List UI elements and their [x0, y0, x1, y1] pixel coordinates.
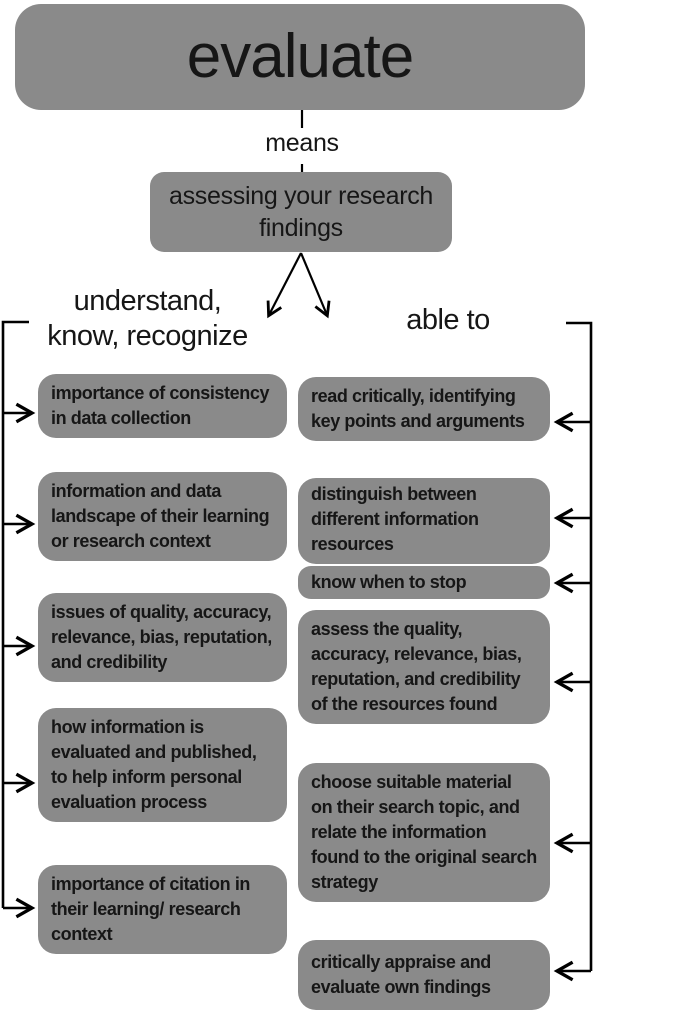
- right-bracket: [553, 321, 593, 982]
- right-item-appraise-findings: critically appraise and evaluate own fin…: [298, 940, 550, 1010]
- link-label-means: means: [265, 129, 339, 157]
- left-item-landscape: information and data landscape of their …: [38, 472, 287, 561]
- right-item-choose-material: choose suitable material on their search…: [298, 763, 550, 902]
- left-bracket: [1, 320, 36, 919]
- left-item-consistency: importance of consistency in data collec…: [38, 374, 287, 438]
- root-node-evaluate: evaluate: [15, 4, 585, 110]
- right-item-assess-quality: assess the quality, accuracy, relevance,…: [298, 610, 550, 724]
- right-item-read-critically: read critically, identifying key points …: [298, 377, 550, 441]
- right-branch-heading: able to: [406, 304, 490, 336]
- right-item-distinguish: distinguish between different informatio…: [298, 478, 550, 564]
- left-item-citation: importance of citation in their learning…: [38, 865, 287, 954]
- definition-node: assessing your research findings: [150, 172, 452, 252]
- left-item-how-evaluated: how information is evaluated and publish…: [38, 708, 287, 822]
- right-item-know-when-to-stop: know when to stop: [298, 566, 550, 599]
- left-branch-heading: understand, know, recognize: [47, 285, 248, 352]
- left-item-quality-issues: issues of quality, accuracy, relevance, …: [38, 593, 287, 682]
